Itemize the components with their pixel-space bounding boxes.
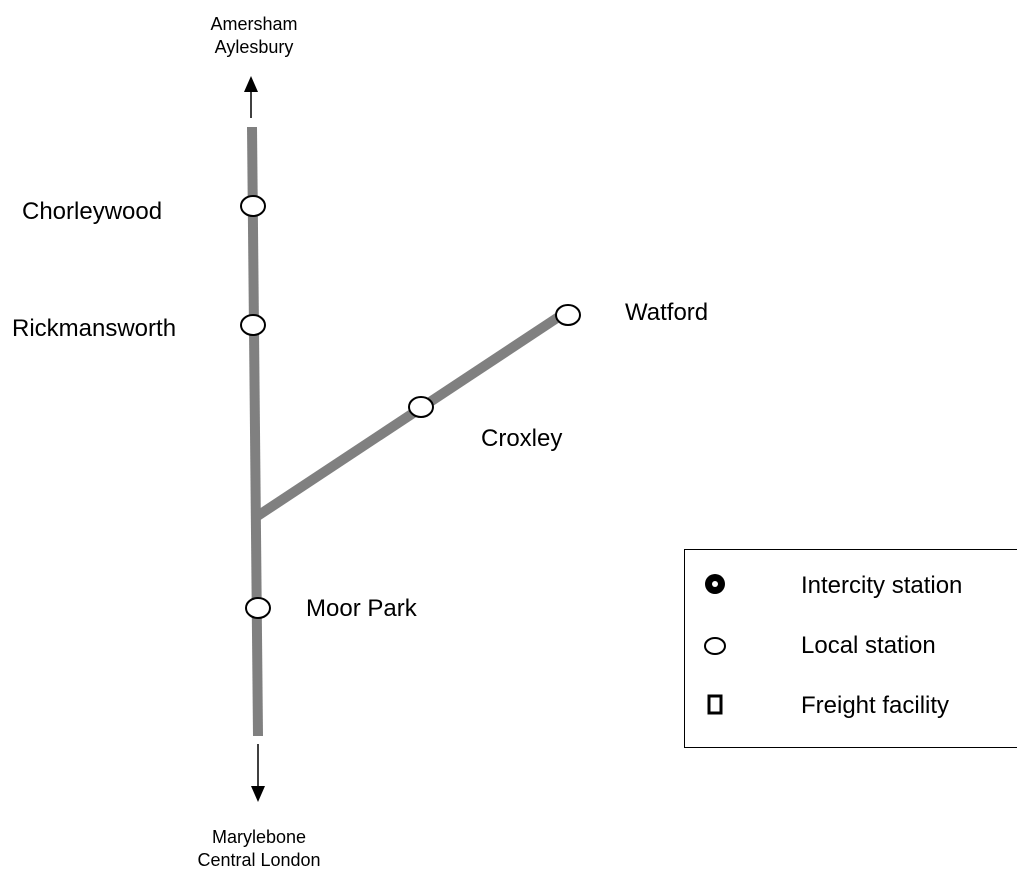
moor-park-station-icon [245,597,271,619]
watford-station-icon [555,304,581,326]
south-arrow-icon [251,744,265,802]
rickmansworth-label: Rickmansworth [12,315,177,342]
north-destination-line-1: Amersham [210,14,298,34]
map-legend: Intercity station Local station Freight … [684,549,1017,748]
legend-freight-label: Freight facility [801,692,950,719]
chorleywood-station-icon [240,195,266,217]
south-destination-label: Marylebone Central London [169,826,349,872]
chorleywood-label: Chorleywood [22,198,163,225]
croxley-label: Croxley [481,425,563,452]
moor-park-label: Moor Park [306,595,417,622]
watford-branch-track [253,311,563,522]
local-station-icon [704,637,726,655]
north-destination-line-2: Aylesbury [214,37,294,57]
intercity-station-icon [705,574,725,594]
main-line-track [247,126,263,737]
watford-label: Watford [625,299,709,326]
south-destination-line-2: Central London [197,850,321,870]
south-destination-line-1: Marylebone [211,827,307,847]
freight-facility-icon [707,694,723,715]
legend-local-label: Local station [801,632,936,659]
north-destination-label: Amersham Aylesbury [164,13,344,59]
legend-symbols [704,574,726,715]
north-arrow-icon [244,76,258,118]
croxley-station-icon [408,396,434,418]
rickmansworth-station-icon [240,314,266,336]
legend-intercity-label: Intercity station [801,572,963,599]
